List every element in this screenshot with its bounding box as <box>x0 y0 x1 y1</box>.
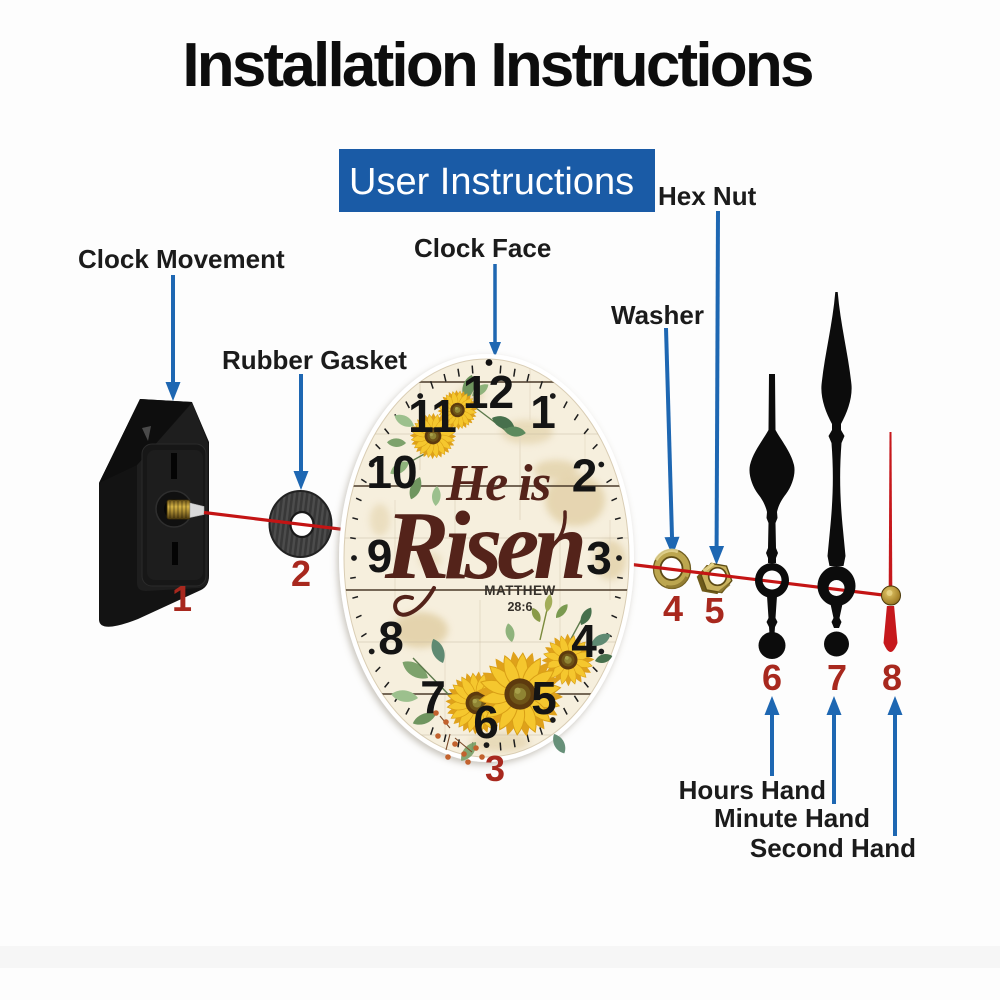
svg-text:8: 8 <box>378 612 404 664</box>
svg-text:6: 6 <box>473 696 499 748</box>
svg-text:Washer: Washer <box>611 300 704 330</box>
svg-text:Hex Nut: Hex Nut <box>658 181 757 211</box>
svg-text:9: 9 <box>367 530 393 582</box>
svg-text:Minute Hand: Minute Hand <box>714 803 870 833</box>
svg-text:12: 12 <box>463 366 514 418</box>
svg-text:7: 7 <box>827 657 847 698</box>
svg-text:He is: He is <box>445 455 550 512</box>
svg-text:10: 10 <box>366 446 417 498</box>
svg-text:3: 3 <box>485 748 505 789</box>
svg-text:Second Hand: Second Hand <box>750 833 916 863</box>
svg-text:3: 3 <box>586 532 612 584</box>
svg-text:Rubber Gasket: Rubber Gasket <box>222 345 407 375</box>
svg-text:2: 2 <box>291 553 311 594</box>
svg-text:8: 8 <box>882 657 902 698</box>
svg-text:4: 4 <box>571 615 597 667</box>
svg-text:28:6: 28:6 <box>507 600 532 614</box>
svg-text:MATTHEW: MATTHEW <box>484 583 555 598</box>
svg-text:2: 2 <box>572 450 598 502</box>
svg-text:1: 1 <box>172 578 192 619</box>
svg-text:5: 5 <box>531 672 557 724</box>
svg-text:Clock Face: Clock Face <box>414 233 551 263</box>
svg-text:Installation Instructions: Installation Instructions <box>182 31 812 100</box>
svg-text:7: 7 <box>420 671 446 723</box>
svg-text:5: 5 <box>704 590 724 631</box>
svg-text:Clock Movement: Clock Movement <box>78 244 285 274</box>
svg-text:1: 1 <box>530 386 556 438</box>
svg-text:6: 6 <box>762 657 782 698</box>
svg-text:User Instructions: User Instructions <box>349 161 634 203</box>
svg-text:4: 4 <box>663 588 683 629</box>
svg-text:Hours Hand: Hours Hand <box>679 775 826 805</box>
svg-text:11: 11 <box>408 390 457 442</box>
